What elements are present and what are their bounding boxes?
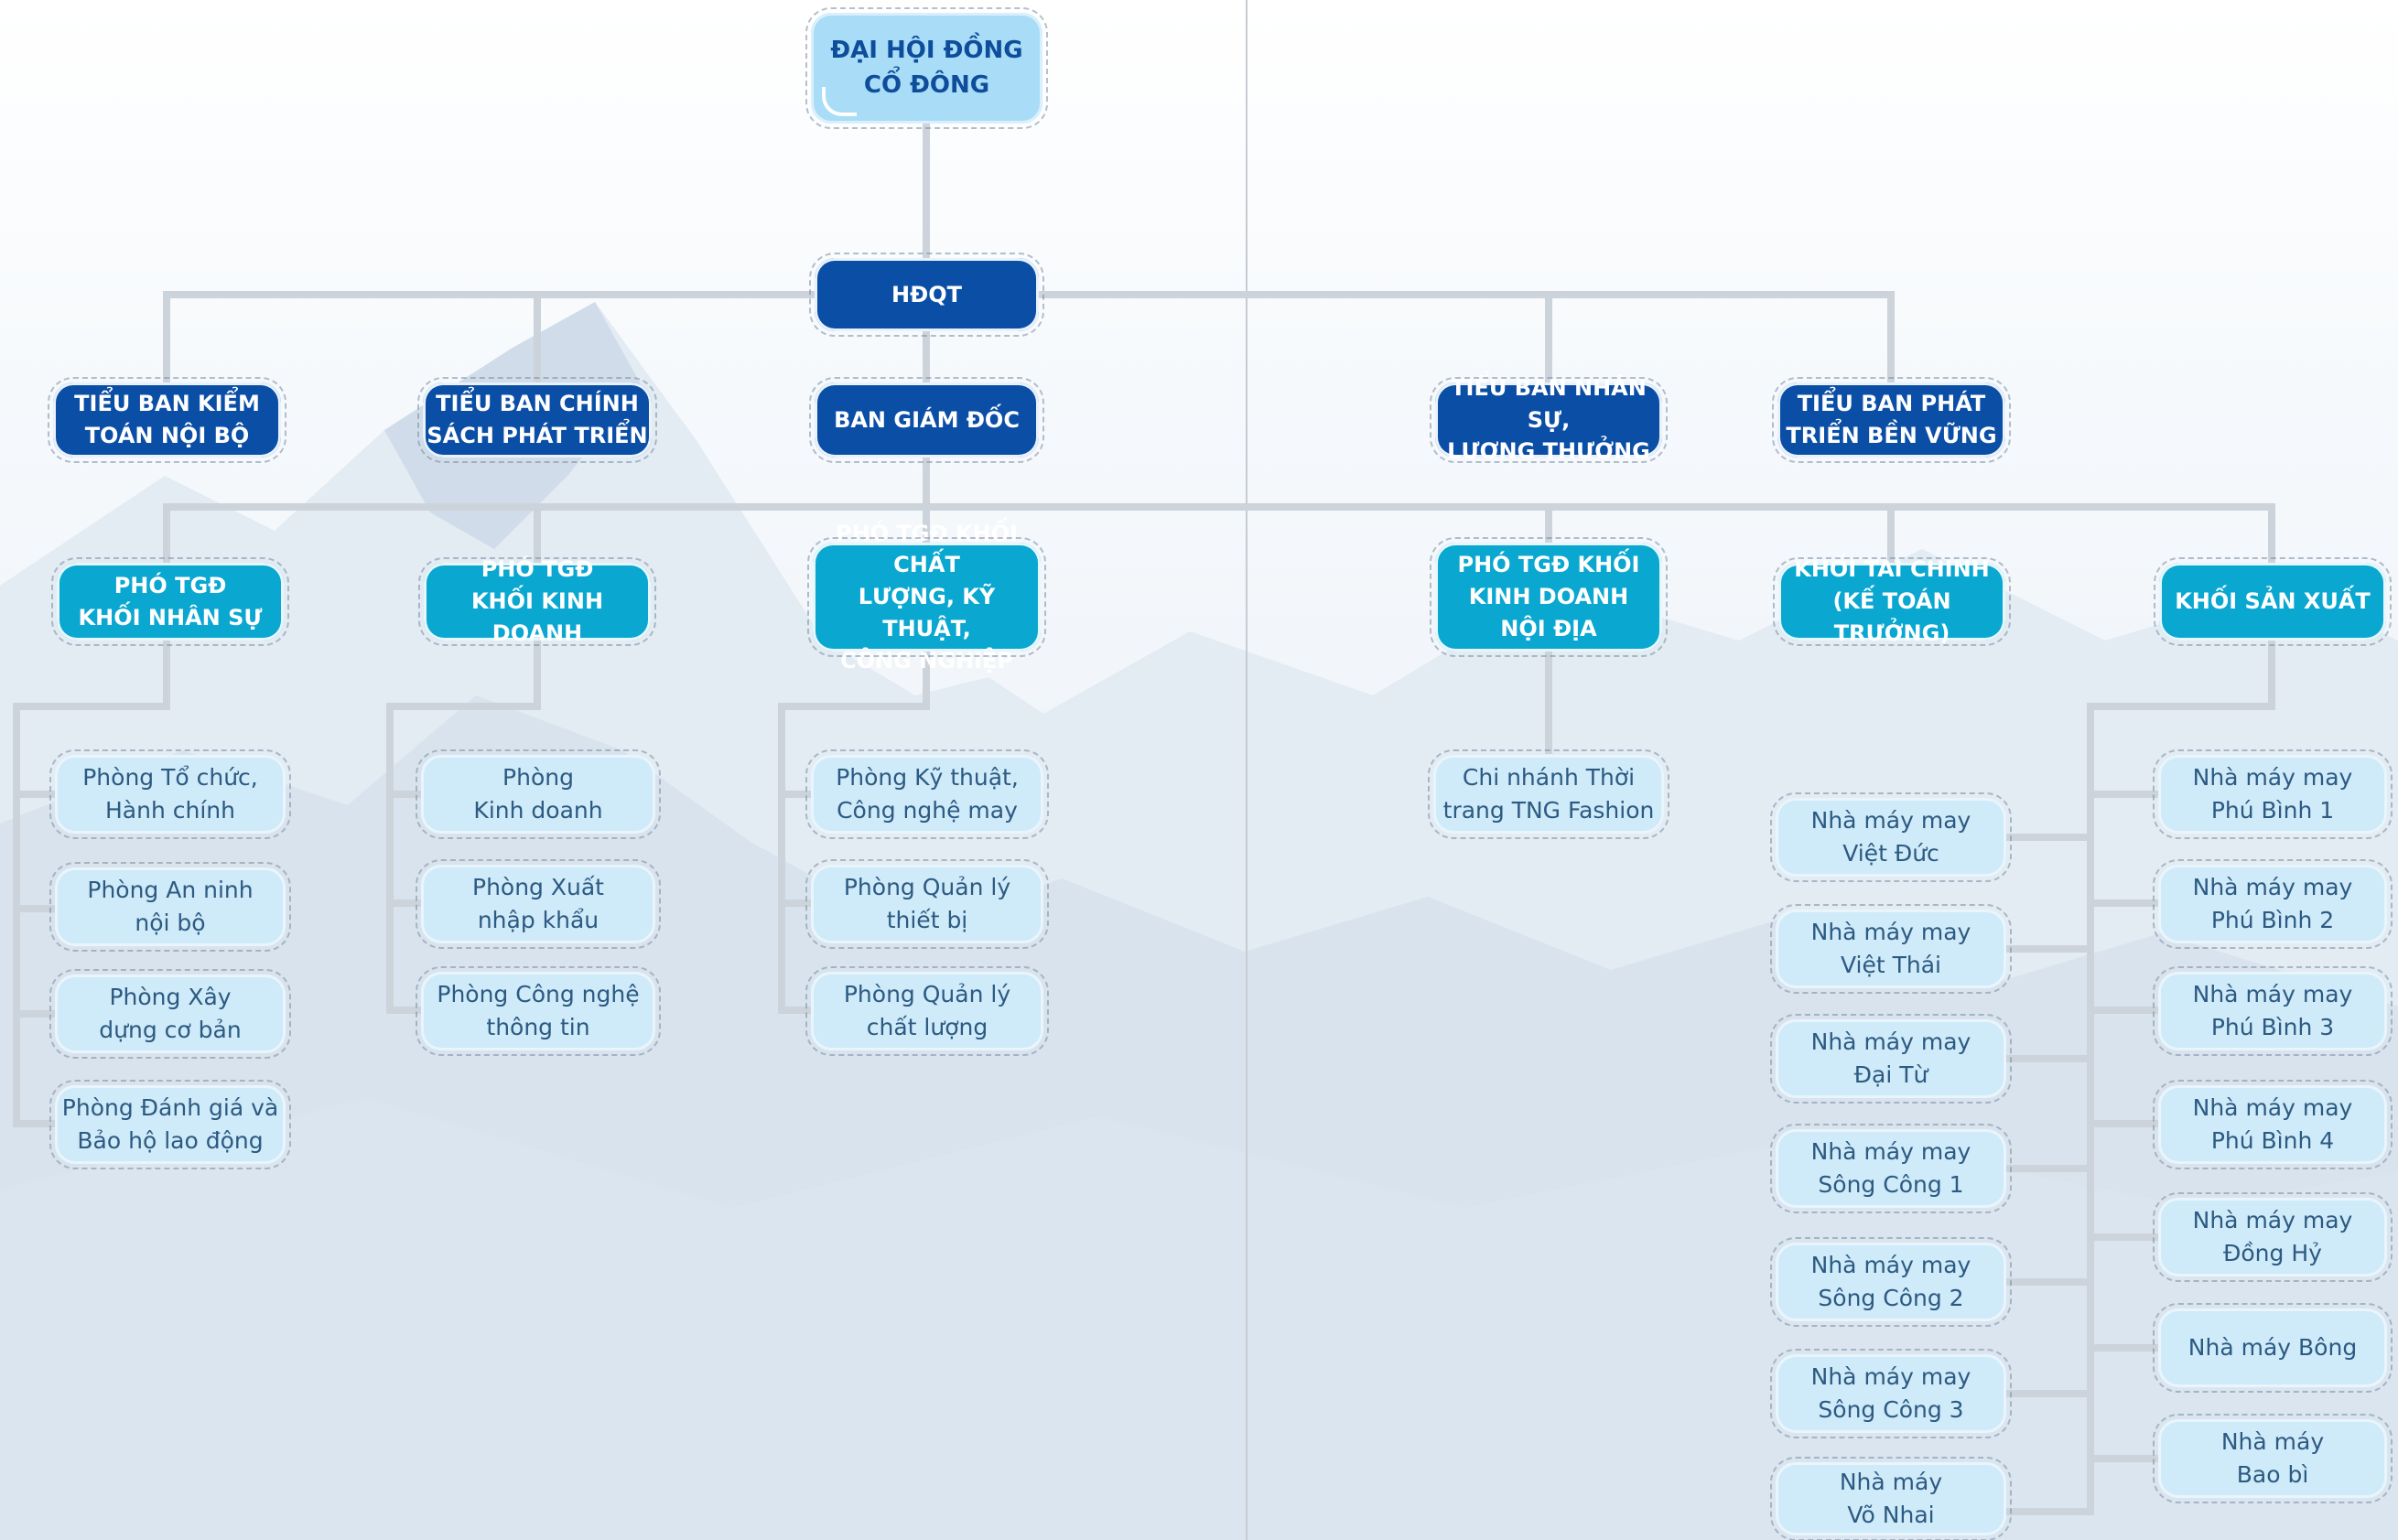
dept-phong-an-ninh[interactable]: Phòng An ninh nội bộ: [49, 862, 291, 952]
factory-song-cong-3[interactable]: Nhà máy may Sông Công 3: [1770, 1349, 2012, 1438]
dept-phong-chat-luong[interactable]: Phòng Quản lý chất lượng: [805, 966, 1049, 1056]
factory-viet-duc[interactable]: Nhà máy may Việt Đức: [1770, 792, 2012, 882]
node-pho-tgd-kinh-doanh[interactable]: PHÓ TGĐ KHỐI KINH DOANH: [418, 556, 656, 646]
node-label: ĐẠI HỘI ĐỒNG CỔ ĐÔNG: [830, 36, 1023, 99]
node-label: Chi nhánh Thời trang TNG Fashion: [1442, 763, 1655, 824]
dept-phong-danh-gia[interactable]: Phòng Đánh giá và Bảo hộ lao động: [49, 1080, 291, 1169]
factory-song-cong-1[interactable]: Nhà máy may Sông Công 1: [1770, 1124, 2012, 1213]
node-dai-hoi-dong-co-dong[interactable]: ĐẠI HỘI ĐỒNG CỔ ĐÔNG: [805, 7, 1048, 129]
dept-phong-ky-thuat[interactable]: Phòng Kỹ thuật, Công nghệ may: [805, 749, 1049, 839]
node-label: PHÓ TGĐ KHỐI CHẤT LƯỢNG, KỸ THUẬT, CÔNG …: [836, 520, 1018, 673]
node-label: Nhà máy may Đại Từ: [1810, 1028, 1971, 1088]
dept-phong-cntt[interactable]: Phòng Công nghệ thông tin: [416, 966, 661, 1056]
node-label: TIỂU BAN NHÂN SỰ, LƯƠNG THƯỞNG: [1447, 374, 1650, 465]
node-ban-giam-doc[interactable]: BAN GIÁM ĐỐC: [809, 377, 1044, 463]
node-label: PHÓ TGĐ KHỐI KINH DOANH NỘI ĐỊA: [1457, 552, 1640, 641]
node-label: Nhà máy Võ Nhai: [1839, 1468, 1943, 1528]
dept-phong-xay-dung[interactable]: Phòng Xây dựng cơ bản: [49, 969, 291, 1059]
node-tieu-ban-phat-trien[interactable]: TIỂU BAN PHÁT TRIỂN BỀN VỮNG: [1772, 377, 2011, 463]
node-tieu-ban-kiem-toan[interactable]: TIỂU BAN KIỂM TOÁN NỘI BỘ: [48, 377, 286, 463]
swoosh-icon: [822, 87, 857, 116]
node-label: Phòng Đánh giá và Bảo hộ lao động: [61, 1093, 279, 1154]
factory-phu-binh-4[interactable]: Nhà máy may Phú Bình 4: [2153, 1080, 2393, 1169]
node-label: Nhà máy Bông: [2187, 1333, 2358, 1361]
node-label: KHỐI SẢN XUẤT: [2175, 588, 2371, 615]
node-label: PHÓ TGĐ KHỐI NHÂN SỰ: [78, 572, 263, 630]
node-label: PHÓ TGĐ KHỐI KINH DOANH: [470, 556, 604, 646]
factory-song-cong-2[interactable]: Nhà máy may Sông Công 2: [1770, 1237, 2012, 1327]
node-label: BAN GIÁM ĐỐC: [834, 406, 1020, 433]
node-label: Nhà máy may Việt Đức: [1810, 806, 1971, 867]
dept-phong-to-chuc[interactable]: Phòng Tổ chức, Hành chính: [49, 749, 291, 839]
factory-dai-tu[interactable]: Nhà máy may Đại Từ: [1770, 1014, 2012, 1104]
node-label: Nhà máy may Việt Thái: [1810, 918, 1971, 978]
node-khoi-tai-chinh[interactable]: KHỐI TÀI CHÍNH (KẾ TOÁN TRƯỞNG): [1773, 556, 2011, 646]
node-label: Nhà máy may Phú Bình 4: [2192, 1093, 2353, 1154]
node-pho-tgd-noi-dia[interactable]: PHÓ TGĐ KHỐI KINH DOANH NỘI ĐỊA: [1430, 537, 1668, 657]
dept-phong-thiet-bi[interactable]: Phòng Quản lý thiết bị: [805, 859, 1049, 949]
dept-phong-kinh-doanh[interactable]: Phòng Kinh doanh: [416, 749, 661, 839]
factory-phu-binh-2[interactable]: Nhà máy may Phú Bình 2: [2153, 859, 2393, 949]
factory-viet-thai[interactable]: Nhà máy may Việt Thái: [1770, 904, 2012, 994]
node-label: Nhà máy Bao bì: [2220, 1427, 2325, 1488]
node-label: Nhà máy may Phú Bình 3: [2192, 980, 2353, 1040]
factory-vo-nhai[interactable]: Nhà máy Võ Nhai: [1770, 1457, 2012, 1540]
node-label: Nhà máy may Sông Công 3: [1810, 1362, 1971, 1423]
node-label: Phòng Xây dựng cơ bản: [99, 983, 242, 1043]
node-label: Phòng An ninh nội bộ: [87, 876, 254, 936]
node-label: TIỂU BAN CHÍNH SÁCH PHÁT TRIỂN: [427, 391, 648, 448]
node-label: Phòng Quản lý chất lượng: [843, 980, 1011, 1040]
factory-bong[interactable]: Nhà máy Bông: [2153, 1303, 2393, 1393]
node-label: KHỐI TÀI CHÍNH (KẾ TOÁN TRƯỞNG): [1794, 556, 1990, 646]
node-label: Phòng Xuất nhập khẩu: [472, 873, 604, 933]
node-label: TIỂU BAN PHÁT TRIỂN BỀN VỮNG: [1786, 391, 1997, 448]
node-label: Nhà máy may Phú Bình 1: [2192, 763, 2353, 824]
node-label: TIỂU BAN KIỂM TOÁN NỘI BỘ: [74, 391, 260, 448]
node-label: Phòng Kỹ thuật, Công nghệ may: [836, 763, 1019, 824]
factory-phu-binh-1[interactable]: Nhà máy may Phú Bình 1: [2153, 749, 2393, 839]
node-pho-tgd-nhan-su[interactable]: PHÓ TGĐ KHỐI NHÂN SỰ: [51, 557, 289, 646]
factory-dong-hy[interactable]: Nhà máy may Đồng Hỷ: [2153, 1192, 2393, 1282]
node-tieu-ban-nhan-su[interactable]: TIỂU BAN NHÂN SỰ, LƯƠNG THƯỞNG: [1430, 375, 1668, 464]
node-hdqt[interactable]: HĐQT: [809, 253, 1044, 337]
node-label: Phòng Tổ chức, Hành chính: [82, 763, 258, 824]
node-label: Nhà máy may Phú Bình 2: [2192, 873, 2353, 933]
node-khoi-san-xuat[interactable]: KHỐI SẢN XUẤT: [2154, 557, 2392, 646]
dept-chi-nhanh-tng[interactable]: Chi nhánh Thời trang TNG Fashion: [1428, 749, 1669, 839]
factory-bao-bi[interactable]: Nhà máy Bao bì: [2153, 1414, 2393, 1503]
node-label: Phòng Kinh doanh: [473, 763, 603, 824]
node-label: Phòng Quản lý thiết bị: [843, 873, 1011, 933]
node-label: HĐQT: [891, 281, 962, 307]
node-label: Nhà máy may Sông Công 2: [1810, 1251, 1971, 1311]
node-label: Nhà máy may Sông Công 1: [1810, 1137, 1971, 1198]
node-label: Phòng Công nghệ thông tin: [437, 980, 640, 1040]
dept-phong-xuat-nhap-khau[interactable]: Phòng Xuất nhập khẩu: [416, 859, 661, 949]
node-label: Nhà máy may Đồng Hỷ: [2192, 1206, 2353, 1266]
node-pho-tgd-chat-luong[interactable]: PHÓ TGĐ KHỐI CHẤT LƯỢNG, KỸ THUẬT, CÔNG …: [807, 521, 1046, 673]
factory-phu-binh-3[interactable]: Nhà máy may Phú Bình 3: [2153, 966, 2393, 1056]
node-tieu-ban-chinh-sach[interactable]: TIỂU BAN CHÍNH SÁCH PHÁT TRIỂN: [417, 377, 657, 463]
